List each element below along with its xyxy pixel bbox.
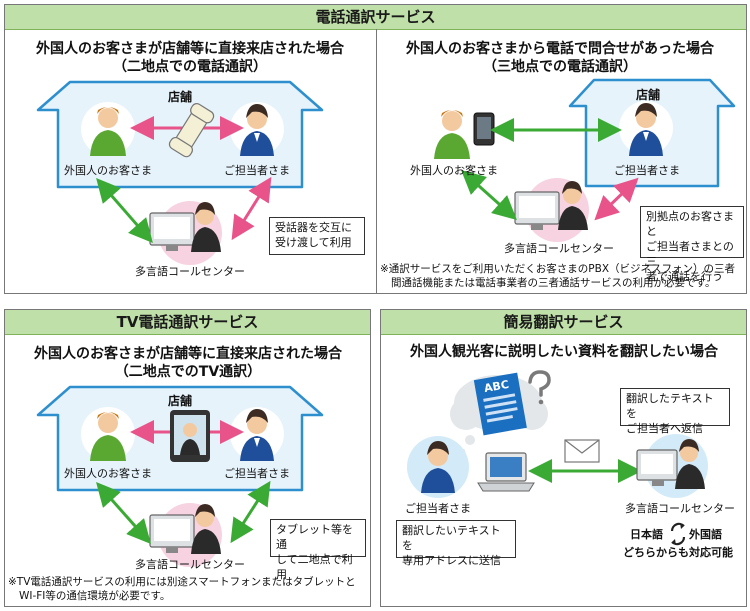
tablet-note-box: タブレット等を通 して二地点で利用 [270,519,366,581]
staff-figure-simple [421,441,455,493]
customer-center-arrow [96,177,153,244]
reply-note-box: 翻訳したテキストを ご担当者へ返信 [620,388,730,435]
foreign-customer-label-right: 外国人のお客さま [410,164,498,177]
store-label: 店舗 [167,90,192,104]
staff-figure-right [629,103,663,156]
tablet-icon [170,410,210,462]
call-center-label: 多言語コールセンター [135,265,245,278]
send-note-line-2: 専用アドレスに送信 [402,554,501,567]
language-foreign: 外国語 [689,528,722,541]
phone-footnote-1: ※通訳サービスをご利用いただくお客さまのPBX（ビジネスフォン）の三者 [380,263,736,275]
store-label-tv: 店舗 [167,394,192,408]
staff-figure [240,104,274,156]
tv-footnote-1: ※TV電話通訳サービスの利用には別途スマートフォンまたはタブレットと [8,576,356,588]
staff-label-tv: ご担当者さま [224,467,290,480]
panel-divider [376,29,377,293]
reply-note-line-2: ご担当者へ返信 [626,422,703,435]
laptop-icon [477,452,535,492]
tv-heading-2: （二地点でのTV通訳） [114,364,262,380]
phone-footnote-2: 間通話機能または電話事業者の三者通話サービスの利用が必要です。 [391,277,716,289]
handset-note-line-1: 受話器を交互に [275,221,352,234]
staff-figure-tv [240,409,274,461]
staff-center-arrow-tv [230,480,271,544]
tv-footnote-2: WI-FI等の通信環境が必要です。 [19,590,171,602]
send-note-box: 翻訳したいテキストを 専用アドレスに送信 [396,520,516,567]
customer-center-arrow-right [461,169,517,221]
three-way-note-line-2: ご担当者さまとの三 [646,240,734,268]
tv-service-title: TV電話通訳サービス [5,310,370,335]
send-note-line-1: 翻訳したいテキストを [402,524,501,552]
simple-heading: 外国人観光客に説明したい資料を翻訳したい場合 [410,344,718,360]
language-japanese: 日本語 [630,528,663,541]
staff-center-arrow [231,176,272,241]
tv-heading-1: 外国人のお客さまが店舗等に直接来店された場合 [34,346,342,362]
phone-left-heading-1: 外国人のお客さまが店舗等に直接来店された場合 [36,41,344,57]
foreign-customer-label-tv: 外国人のお客さま [64,467,152,480]
customer-center-arrow-tv [96,482,151,544]
phone-right-heading-1: 外国人のお客さまから電話で問合せがあった場合 [406,41,714,57]
foreign-customer-figure-tv [90,412,126,461]
staff-center-arrow-right [594,177,639,221]
handset-note-box: 受話器を交互に 受け渡して利用 [269,217,365,255]
handset-icon [168,103,215,158]
staff-label-simple: ご担当者さま [405,502,471,515]
simple-translation-title: 簡易翻訳サービス [381,310,746,335]
staff-label: ご担当者さま [224,164,290,177]
foreign-customer-figure [90,107,126,156]
bidirectional-icon [670,522,686,546]
call-center-figure-right [514,181,588,230]
tablet-note-line-2: して二地点で利用 [276,553,353,581]
call-center-label-tv: 多言語コールセンター [135,558,245,571]
three-way-note-line-1: 別拠点のお客さまと [646,210,734,238]
staff-label-right: ご担当者さま [614,164,680,177]
phone-left-heading-2: （二地点での電話通訳） [113,59,267,75]
reply-note-line-1: 翻訳したテキストを [626,392,714,420]
three-way-note-line-3: 者で通話を行う [646,270,723,283]
call-center-figure-tv [149,504,221,554]
handset-note-line-2: 受け渡して利用 [275,236,352,249]
both-ways-label: どちらからも対応可能 [623,546,733,559]
phone-right-heading-2: （三地点での電話通訳） [483,59,637,75]
call-center-figure [149,202,221,252]
foreign-customer-label: 外国人のお客さま [64,164,152,177]
tablet-note-line-1: タブレット等を通 [276,523,353,551]
call-center-figure-simple [636,439,705,489]
question-mark-icon [528,370,551,397]
document-icon [473,372,527,436]
staff-avatar-simple [407,436,469,498]
foreign-customer-figure-right [434,110,470,159]
store-label-right: 店舗 [635,88,660,102]
call-center-label-right: 多言語コールセンター [504,242,614,255]
phone-service-title: 電話通訳サービス [5,5,746,30]
three-way-note-box: 別拠点のお客さまと ご担当者さまとの三 者で通話を行う [640,206,744,283]
call-center-label-simple: 多言語コールセンター [625,502,735,515]
envelope-icon [564,439,600,463]
